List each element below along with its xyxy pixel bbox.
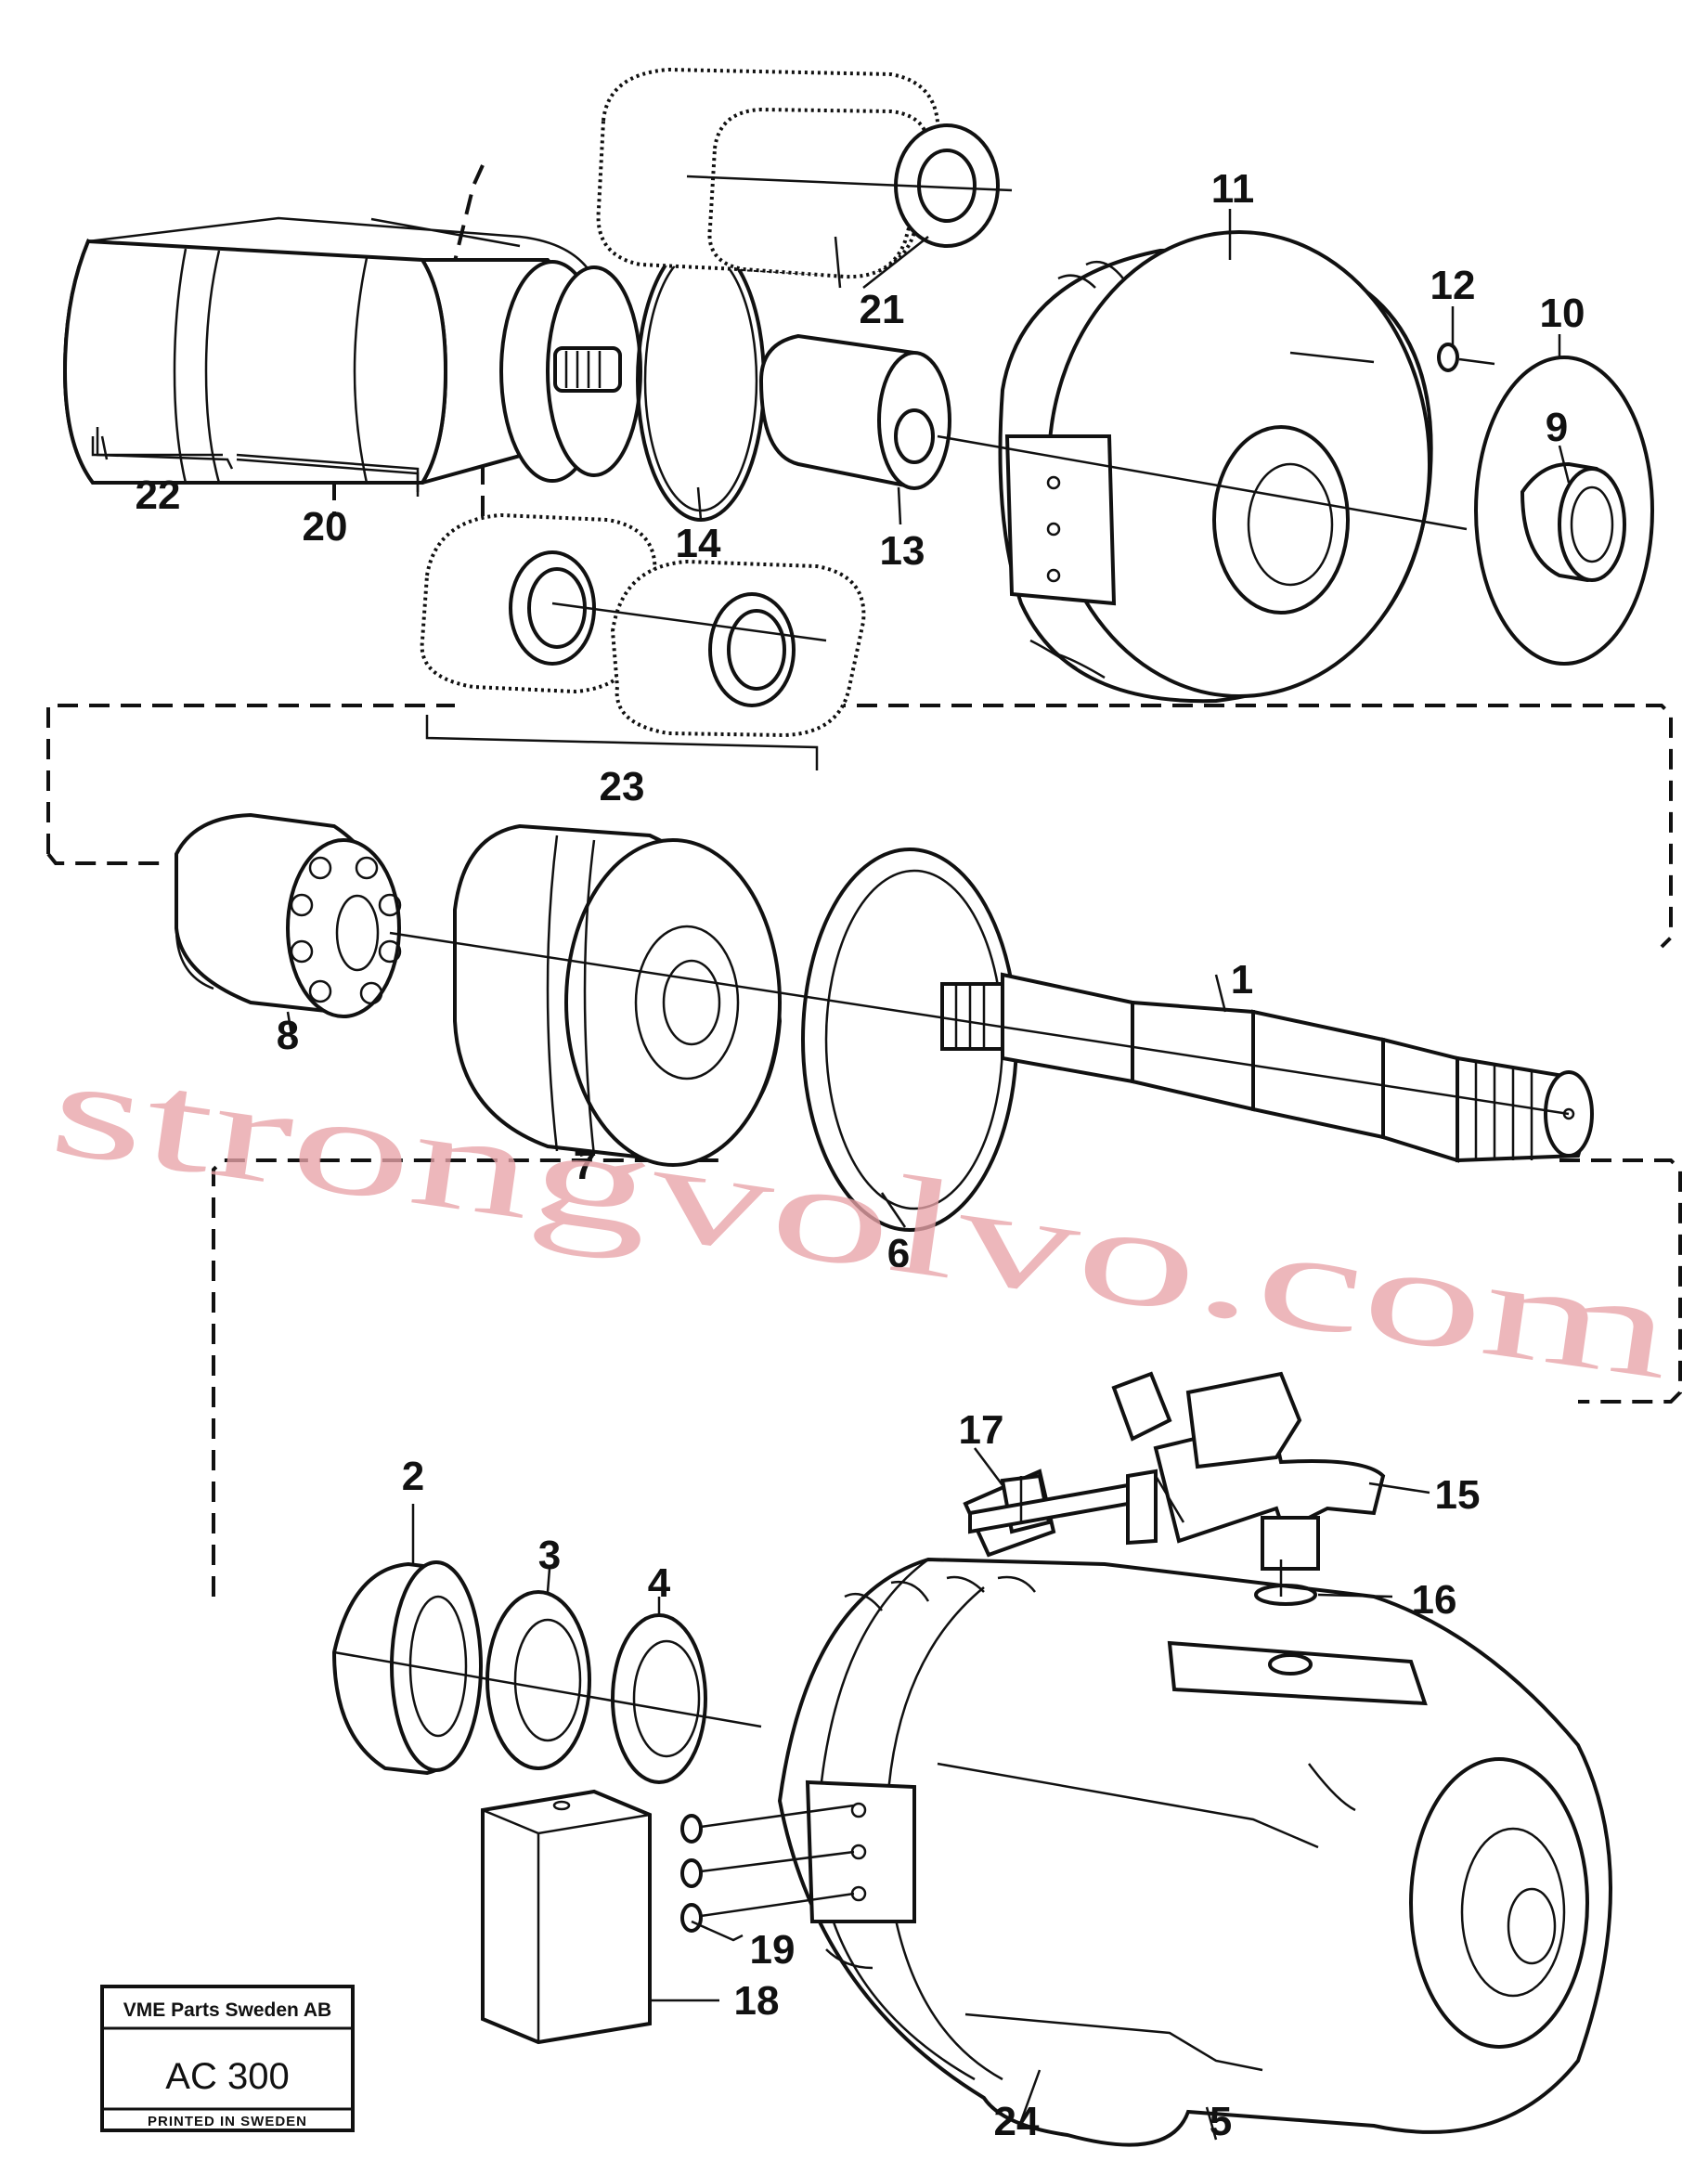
- cylinder-block-part-8: [175, 812, 402, 1018]
- callout-16: 16: [1412, 1577, 1457, 1623]
- callout-5: 5: [1210, 2099, 1232, 2144]
- callout-21: 21: [860, 287, 905, 332]
- stamp-code: AC 300: [165, 2056, 289, 2097]
- o-rings-part-19: [680, 1804, 855, 1933]
- bracket-part-22: [96, 427, 234, 470]
- assembly-outline-middle: [46, 704, 1673, 949]
- pump-body-part-5: [777, 1557, 1612, 2147]
- callout-19: 19: [750, 1927, 796, 1973]
- shaft-part-1: [389, 931, 1594, 1163]
- callout-20: 20: [303, 504, 348, 550]
- callout-labels: 1 2 3 4 5 6 7 8 9 10 11 12 13 14 15 16 1…: [136, 166, 1585, 2144]
- callout-2: 2: [402, 1454, 424, 1499]
- callout-12: 12: [1430, 263, 1476, 308]
- sleeve-part-13: [758, 333, 951, 490]
- bracket-part-20: [236, 458, 420, 497]
- callout-17: 17: [959, 1407, 1004, 1453]
- callout-14: 14: [676, 521, 721, 566]
- washer-part-4: [611, 1613, 707, 1784]
- callout-6: 6: [887, 1231, 910, 1276]
- seal-plates-part-21: [596, 67, 1013, 289]
- callout-1: 1: [1231, 957, 1253, 1003]
- bearing-part-9: [1520, 461, 1626, 583]
- callout-15: 15: [1435, 1472, 1481, 1518]
- leader-lines: [286, 209, 1571, 2141]
- ring-part-3: [485, 1590, 591, 1770]
- valve-part-15-17: [963, 1371, 1386, 1597]
- o-ring-part-16: [1254, 1584, 1317, 1606]
- assembly-outline-lower: [212, 1158, 1682, 1597]
- pump-housing-part-20-22: [62, 216, 642, 492]
- callout-22: 22: [136, 472, 181, 518]
- callout-18: 18: [734, 1978, 780, 2024]
- seal-plates-part-23: [420, 512, 866, 770]
- o-ring-part-10: [1474, 356, 1654, 666]
- o-ring-part-14-inner: [643, 249, 758, 512]
- housing-part-11: [937, 230, 1468, 704]
- stamp-footer: PRINTED IN SWEDEN: [148, 2114, 307, 2129]
- callout-23: 23: [600, 764, 645, 809]
- parts-stamp: VME Parts Sweden AB AC 300 PRINTED IN SW…: [100, 1985, 355, 2132]
- o-ring-part-12: [1437, 343, 1459, 372]
- callout-11: 11: [1211, 166, 1255, 212]
- callout-24: 24: [994, 2099, 1040, 2144]
- callout-8: 8: [277, 1013, 299, 1058]
- valve-plate-part-7: [453, 823, 783, 1167]
- callout-9: 9: [1546, 405, 1568, 450]
- block-part-18: [481, 1789, 652, 2045]
- callout-10: 10: [1540, 291, 1585, 336]
- callout-3: 3: [538, 1533, 561, 1578]
- o-ring-part-14: [636, 239, 766, 522]
- bearing-part-2: [331, 1560, 483, 1776]
- callout-13: 13: [880, 528, 925, 574]
- callout-7: 7: [574, 1143, 596, 1188]
- stamp-company: VME Parts Sweden AB: [123, 1999, 331, 2021]
- callout-4: 4: [648, 1560, 671, 1606]
